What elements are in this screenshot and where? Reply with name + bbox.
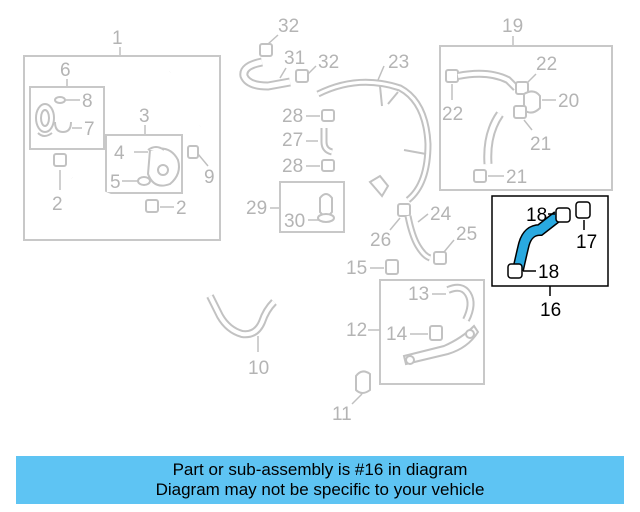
part-28-b: 28 <box>282 156 335 177</box>
callout-18-b[interactable]: 18 <box>538 262 559 283</box>
part-9: 9 <box>187 145 215 188</box>
callout-28-a[interactable]: 28 <box>282 106 303 127</box>
footer-banner: Part or sub-assembly is #16 in diagram D… <box>16 456 624 504</box>
callout-15[interactable]: 15 <box>346 258 367 279</box>
callout-3[interactable]: 3 <box>139 106 150 127</box>
callout-7[interactable]: 7 <box>84 119 95 140</box>
part-23-pipe: 23 <box>316 52 432 203</box>
part-25: 25 <box>433 224 477 265</box>
callout-19[interactable]: 19 <box>502 16 523 37</box>
callout-18-a[interactable]: 18 <box>526 205 547 226</box>
part-12-pipe <box>402 324 480 366</box>
callout-28-b[interactable]: 28 <box>282 156 303 177</box>
callout-6[interactable]: 6 <box>60 60 71 81</box>
callout-32-b[interactable]: 32 <box>318 52 339 73</box>
part-31-hose: 31 <box>239 48 305 91</box>
callout-8[interactable]: 8 <box>82 91 93 112</box>
callout-22-b[interactable]: 22 <box>536 54 557 75</box>
callout-25[interactable]: 25 <box>456 224 477 245</box>
part-22-a: 22 <box>442 69 519 125</box>
part-27: 27 <box>282 128 334 156</box>
callout-32-a[interactable]: 32 <box>278 16 299 37</box>
callout-23[interactable]: 23 <box>388 52 409 73</box>
part-6-throttle <box>35 103 55 137</box>
part-21-a: 21 <box>483 105 551 165</box>
part-2-clamp-b: 2 <box>145 198 187 219</box>
group-29-box <box>279 181 345 233</box>
part-3-housing <box>146 147 180 187</box>
group-6-box <box>29 86 105 150</box>
part-16-hose[interactable] <box>512 211 562 272</box>
callout-26[interactable]: 26 <box>370 230 391 251</box>
group-16-highlight: 18 17 18 16 <box>491 195 609 321</box>
part-4-pipe: 4 <box>114 143 165 164</box>
group-19-box <box>439 45 613 191</box>
part-26: 26 <box>370 203 411 251</box>
part-32-a: 32 <box>259 16 299 57</box>
callout-22-a[interactable]: 22 <box>442 104 463 125</box>
part-15: 15 <box>346 258 399 279</box>
callout-21-a[interactable]: 21 <box>530 134 551 155</box>
part-7-bracket: 7 <box>54 119 95 140</box>
part-18-clamp-top[interactable]: 18 <box>526 205 571 226</box>
callout-4[interactable]: 4 <box>114 143 125 164</box>
callout-14[interactable]: 14 <box>386 324 408 345</box>
footer-line-2: Diagram may not be specific to your vehi… <box>155 480 485 499</box>
group-1: 1 6 8 7 3 4 <box>23 28 221 241</box>
part-5-seal: 5 <box>110 172 151 193</box>
part-10: 10 <box>206 294 277 379</box>
part-28-a: 28 <box>282 106 335 127</box>
group-19: 19 22 22 20 21 21 <box>439 16 613 191</box>
part-8-ring: 8 <box>54 91 93 112</box>
group-12-box <box>379 279 485 385</box>
callout-29[interactable]: 29 <box>246 198 267 219</box>
callout-30[interactable]: 30 <box>284 211 305 232</box>
callout-11[interactable]: 11 <box>332 404 352 425</box>
part-hose-group-1 <box>70 71 201 224</box>
part-22-b: 22 <box>515 54 557 95</box>
callout-9[interactable]: 9 <box>204 167 215 188</box>
group-1-box <box>23 55 221 241</box>
callout-10[interactable]: 10 <box>248 358 269 379</box>
callout-12[interactable]: 12 <box>346 320 367 341</box>
callout-16[interactable]: 16 <box>540 300 561 321</box>
callout-17[interactable]: 17 <box>576 232 597 253</box>
callout-2-b[interactable]: 2 <box>176 198 187 219</box>
part-13-hose: 13 <box>408 283 475 322</box>
callout-20[interactable]: 20 <box>558 91 579 112</box>
part-18-clamp-bottom[interactable]: 18 <box>507 262 559 283</box>
part-11: 11 <box>332 370 371 425</box>
callout-27[interactable]: 27 <box>282 130 303 151</box>
part-21-b: 21 <box>473 167 527 188</box>
callout-5[interactable]: 5 <box>110 172 121 193</box>
part-30-cap: 30 <box>284 193 335 232</box>
part-14: 14 <box>386 324 443 345</box>
callout-2-a[interactable]: 2 <box>52 194 63 215</box>
group-3-box <box>105 134 183 194</box>
footer-line-1: Part or sub-assembly is #16 in diagram <box>172 460 468 479</box>
part-24-hose: 24 <box>404 204 452 262</box>
part-20: 20 <box>523 90 579 114</box>
part-32-b: 32 <box>295 52 339 83</box>
callout-24[interactable]: 24 <box>430 204 452 225</box>
parts-diagram: 1 6 8 7 3 4 <box>23 16 613 425</box>
callout-21-b[interactable]: 21 <box>506 167 527 188</box>
callout-13[interactable]: 13 <box>408 284 429 305</box>
part-2-clamp-a: 2 <box>52 153 67 215</box>
callout-1[interactable]: 1 <box>112 28 123 49</box>
callout-31[interactable]: 31 <box>284 48 305 69</box>
group-12: 12 13 14 <box>346 279 485 385</box>
part-17-connector[interactable]: 17 <box>575 201 597 253</box>
group-29: 29 30 <box>246 181 345 233</box>
